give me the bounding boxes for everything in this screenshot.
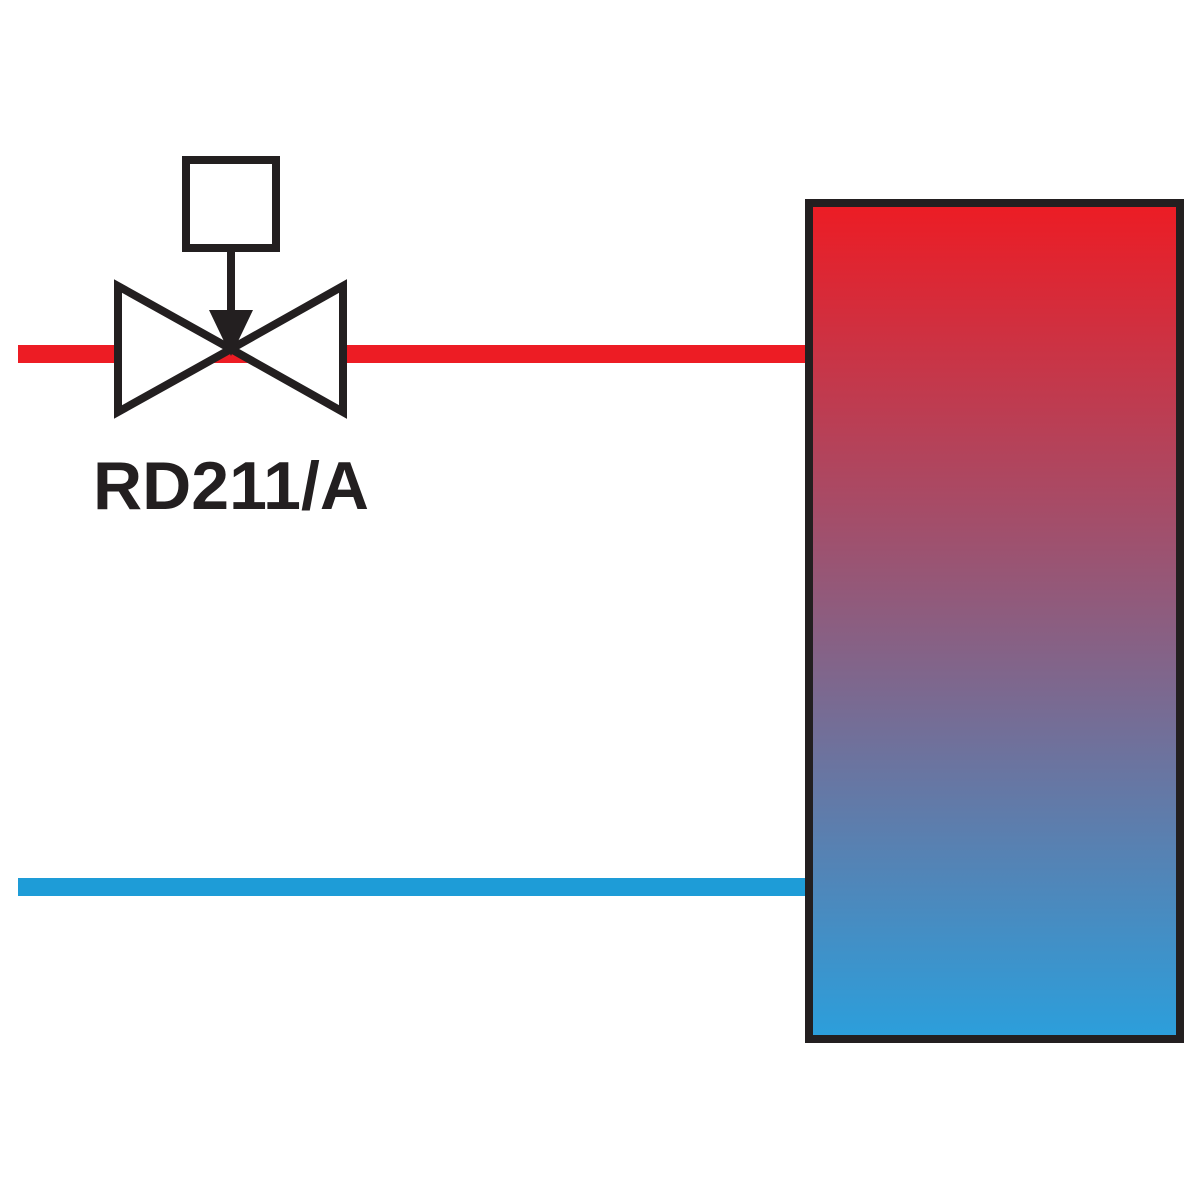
return-pipe: [18, 878, 808, 896]
storage-tank: [805, 199, 1184, 1043]
valve-actuator-arrow: [209, 310, 253, 356]
valve-label: RD211/A: [93, 448, 369, 524]
control-valve: [114, 156, 347, 419]
valve-actuator-box: [182, 156, 280, 252]
valve-body-right: [222, 279, 347, 419]
valve-body-left: [114, 279, 240, 419]
